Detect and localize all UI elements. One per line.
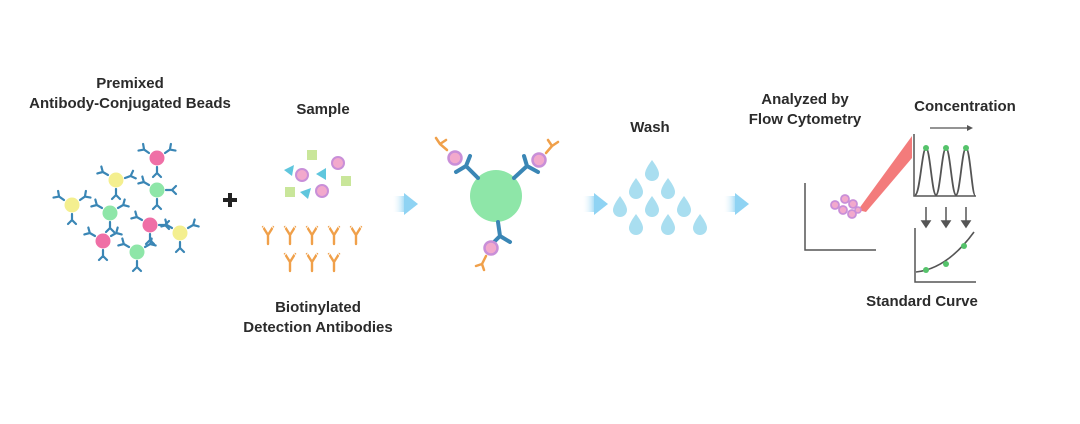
wash-label-text: Wash	[630, 119, 670, 136]
bead-pink	[137, 142, 177, 179]
flow-cytometer-plot-icon	[804, 136, 912, 251]
premixed-label-line2: Antibody-Conjugated Beads	[29, 95, 231, 112]
bead-green	[117, 237, 157, 273]
sample-label-text: Sample	[296, 101, 350, 118]
water-drops-icon	[613, 160, 707, 235]
flow-cytometry-label: Analyzed by Flow Cytometry	[730, 90, 880, 130]
bead-immunocomplex	[434, 136, 560, 272]
analyzed-label-line2: Flow Cytometry	[748, 111, 862, 128]
sample-analytes-group	[284, 150, 351, 199]
bead-green	[90, 198, 130, 234]
detection-antibodies-group	[260, 223, 364, 273]
sample-label: Sample	[283, 100, 363, 120]
bead-green	[137, 175, 178, 211]
standard-curve-label: Standard Curve	[852, 292, 992, 312]
bead-yellow	[52, 189, 92, 226]
biotinylated-label-line1: Biotinylated	[275, 299, 361, 316]
process-arrow-icon	[392, 193, 418, 215]
process-arrow-icon	[723, 193, 749, 215]
premixed-beads-label: Premixed Antibody-Conjugated Beads	[10, 74, 250, 114]
wash-label: Wash	[620, 118, 680, 138]
bead-yellow	[96, 165, 137, 201]
standard-curve-label-text: Standard Curve	[866, 293, 978, 310]
standard-curve-icon	[914, 228, 976, 283]
concentration-label-text: Concentration	[914, 98, 1016, 115]
analyzed-label-line1: Analyzed by	[761, 91, 849, 108]
biotinylated-label-line2: Detection Antibodies	[243, 319, 393, 336]
down-arrow-icon	[920, 207, 972, 229]
process-arrow-icon	[582, 193, 608, 215]
bead-yellow	[160, 218, 200, 254]
concentration-peaks-icon	[913, 125, 976, 197]
biotinylated-antibodies-label: Biotinylated Detection Antibodies	[218, 298, 418, 338]
bead-pink	[130, 210, 171, 246]
bead-pink	[83, 226, 123, 262]
premixed-label-line1: Premixed	[96, 75, 164, 92]
concentration-label: Concentration	[900, 97, 1030, 117]
premixed-beads-group	[52, 142, 200, 273]
plus-icon	[223, 193, 237, 207]
